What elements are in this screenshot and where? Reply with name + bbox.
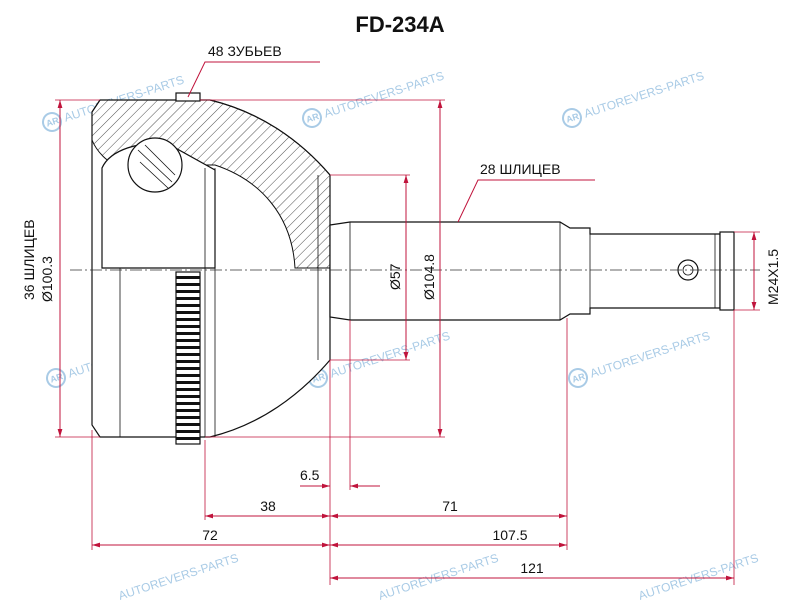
- svg-text:AUTOREVERS-PARTS: AUTOREVERS-PARTS: [328, 329, 452, 381]
- abs-tooth: [176, 339, 200, 342]
- abs-tooth: [176, 430, 200, 433]
- inner-diameter-label: Ø100.3: [39, 256, 55, 302]
- svg-text:AUTOREVERS-PARTS: AUTOREVERS-PARTS: [588, 329, 712, 381]
- svg-text:AUTOREVERS-PARTS: AUTOREVERS-PARTS: [637, 551, 761, 600]
- dim-38-label: 38: [260, 498, 276, 514]
- watermark-logo: AUTOREVERS-PARTS: [117, 551, 241, 600]
- dim-121-label: 121: [520, 560, 544, 576]
- dim-71-label: 71: [442, 498, 458, 514]
- dimension-lines: 6.5 38 71 72 107.5 121 36 ШЛИЦЕВ Ø100.3 …: [21, 43, 781, 585]
- abs-tooth: [176, 290, 200, 293]
- dim-107-5-label: 107.5: [492, 527, 527, 543]
- abs-tooth: [176, 353, 200, 356]
- abs-tooth: [176, 388, 200, 391]
- abs-tooth: [176, 304, 200, 307]
- abs-tooth: [176, 402, 200, 405]
- splines-leader: [457, 179, 595, 223]
- shaft-diameter-label: Ø57: [387, 263, 403, 290]
- abs-tooth: [176, 360, 200, 363]
- svg-text:AR: AR: [571, 371, 587, 385]
- teeth-label: 48 ЗУБЬЕВ: [208, 43, 282, 59]
- abs-tooth: [176, 318, 200, 321]
- watermark-logo: AR AUTOREVERS-PARTS: [562, 69, 706, 128]
- abs-tooth: [176, 297, 200, 300]
- outer-splines-label: 28 ШЛИЦЕВ: [480, 161, 561, 177]
- svg-text:AR: AR: [45, 115, 61, 129]
- svg-text:AUTOREVERS-PARTS: AUTOREVERS-PARTS: [582, 69, 706, 121]
- abs-tooth: [176, 311, 200, 314]
- teeth-leader: [187, 61, 320, 98]
- abs-tooth: [176, 437, 200, 440]
- watermark-logo: AR AUTOREVERS-PARTS: [302, 69, 446, 128]
- svg-text:AUTOREVERS-PARTS: AUTOREVERS-PARTS: [322, 69, 446, 121]
- abs-tooth: [176, 374, 200, 377]
- svg-text:AR: AR: [305, 111, 321, 125]
- abs-tooth: [176, 416, 200, 419]
- abs-ring: [175, 271, 201, 445]
- abs-tooth: [176, 409, 200, 412]
- abs-ring-teeth: [176, 276, 200, 440]
- ball-bearing: [127, 137, 183, 193]
- abs-tooth: [176, 346, 200, 349]
- part-number-title: FD-234A: [355, 12, 444, 37]
- dim-72-label: 72: [202, 527, 218, 543]
- housing-diameter-label: Ø104.8: [421, 254, 437, 300]
- abs-tooth: [176, 332, 200, 335]
- abs-tooth: [176, 276, 200, 279]
- abs-tooth: [176, 283, 200, 286]
- watermark-logo: AR AUTOREVERS-PARTS: [568, 329, 712, 388]
- thread-section: [719, 231, 735, 311]
- watermark-logo: AUTOREVERS-PARTS: [377, 551, 501, 600]
- dim-6-5-label: 6.5: [300, 467, 320, 483]
- watermark-logo: AUTOREVERS-PARTS: [637, 551, 761, 600]
- cv-joint-body: [70, 92, 760, 445]
- svg-text:AUTOREVERS-PARTS: AUTOREVERS-PARTS: [117, 551, 241, 600]
- inner-splines-label: 36 ШЛИЦЕВ: [21, 219, 37, 300]
- ball-shading: [137, 144, 176, 189]
- thread-label: M24X1.5: [765, 249, 781, 305]
- svg-text:AR: AR: [565, 111, 581, 125]
- svg-text:AUTOREVERS-PARTS: AUTOREVERS-PARTS: [377, 551, 501, 600]
- abs-tooth: [176, 395, 200, 398]
- abs-tooth: [176, 381, 200, 384]
- abs-tooth: [176, 423, 200, 426]
- abs-tooth: [176, 325, 200, 328]
- abs-tooth: [176, 367, 200, 370]
